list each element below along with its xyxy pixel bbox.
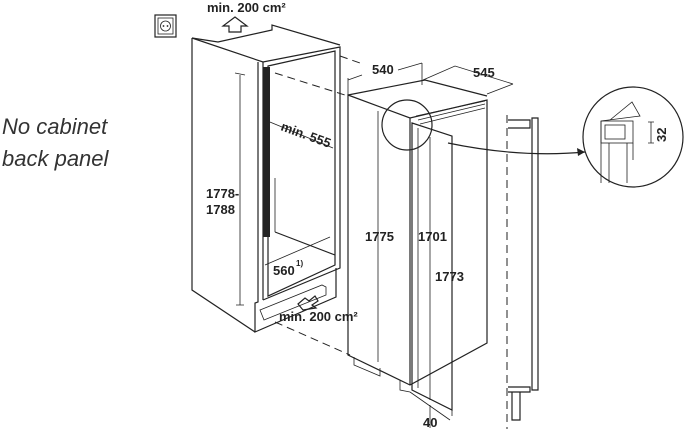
niche-height-label-2: 1788 bbox=[206, 202, 235, 217]
power-socket-icon bbox=[154, 14, 177, 38]
note-line-1: No cabinet bbox=[2, 114, 108, 139]
door-profile bbox=[506, 115, 539, 429]
vent-arrow-up-icon bbox=[221, 16, 249, 33]
door-height-label: 1773 bbox=[435, 269, 464, 284]
vent-top-label: min. 200 cm² bbox=[207, 0, 286, 15]
niche-width-label: 560 bbox=[273, 263, 295, 278]
niche-width-footnote: 1) bbox=[296, 259, 303, 268]
appliance-body bbox=[347, 79, 488, 411]
vent-bottom-label: min. 200 cm² bbox=[279, 309, 358, 324]
door-inner-height-label: 1701 bbox=[418, 229, 447, 244]
appliance-depth-label: 545 bbox=[473, 65, 495, 80]
detail-callout bbox=[582, 86, 684, 188]
detail-gap-label: 32 bbox=[654, 128, 669, 142]
door-offset-label: 40 bbox=[423, 415, 437, 429]
cabinet-niche bbox=[191, 24, 341, 333]
note-line-2: back panel bbox=[2, 146, 109, 171]
appliance-height-label: 1775 bbox=[365, 229, 394, 244]
vent-arrow-in-icon bbox=[297, 295, 319, 311]
niche-height-label-1: 1778- bbox=[206, 186, 239, 201]
min-depth-label: min. 555 bbox=[279, 119, 333, 151]
appliance-width-label: 540 bbox=[372, 62, 394, 77]
